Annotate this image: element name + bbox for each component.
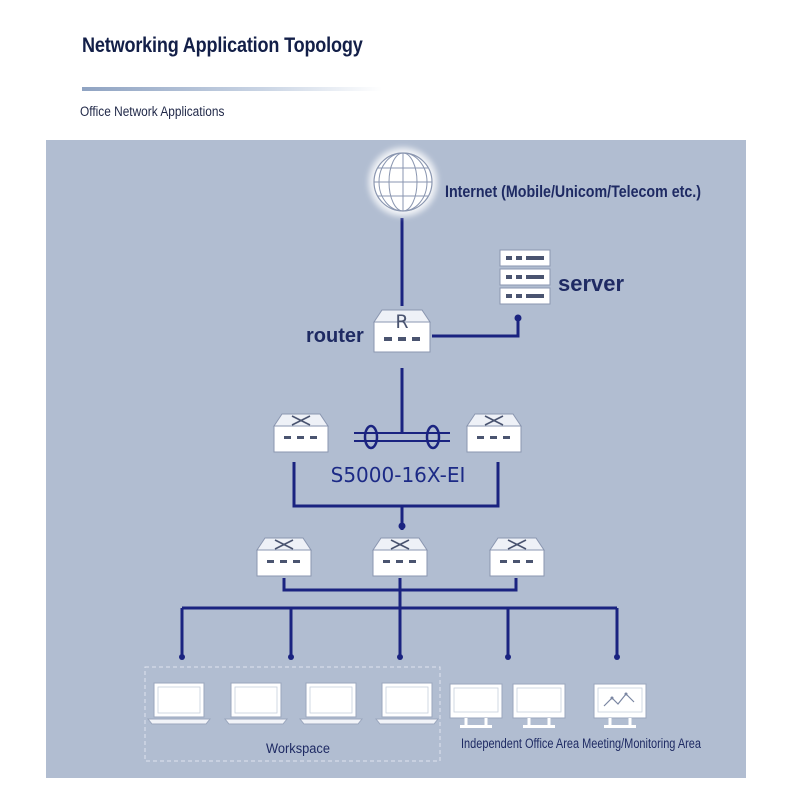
server-label: server xyxy=(558,271,625,296)
router-icon xyxy=(373,309,431,353)
camera-monitor-icon xyxy=(593,683,647,728)
stack-link-icon xyxy=(354,424,450,450)
workspace-label: Workspace xyxy=(266,741,330,756)
router-server-link xyxy=(432,318,520,338)
office-meeting-label: Independent Office Area Meeting/Monitori… xyxy=(461,736,701,751)
access-switch-center-icon xyxy=(372,537,428,577)
access-switch-right-icon xyxy=(489,537,545,577)
globe-icon xyxy=(367,146,439,218)
internet-label: Internet (Mobile/Unicom/Telecom etc.) xyxy=(445,183,701,201)
section-title: Office Network Applications xyxy=(80,104,225,119)
title-divider xyxy=(82,87,382,91)
router-badge: R xyxy=(395,311,408,333)
access-switch-left-icon xyxy=(256,537,312,577)
core-switch-left-icon xyxy=(273,413,329,453)
page-title: Networking Application Topology xyxy=(82,34,363,57)
core-switch-right-icon xyxy=(466,413,522,453)
diagram-panel xyxy=(46,140,746,778)
server-icon xyxy=(499,249,551,305)
stack-bracket xyxy=(292,462,500,508)
router-label: router xyxy=(306,325,364,347)
core-switch-model-label: S5000-16X-EI xyxy=(331,463,466,487)
connection-endpoints xyxy=(179,314,620,660)
connection-lines xyxy=(180,218,619,656)
workspace-area-box xyxy=(144,666,441,762)
